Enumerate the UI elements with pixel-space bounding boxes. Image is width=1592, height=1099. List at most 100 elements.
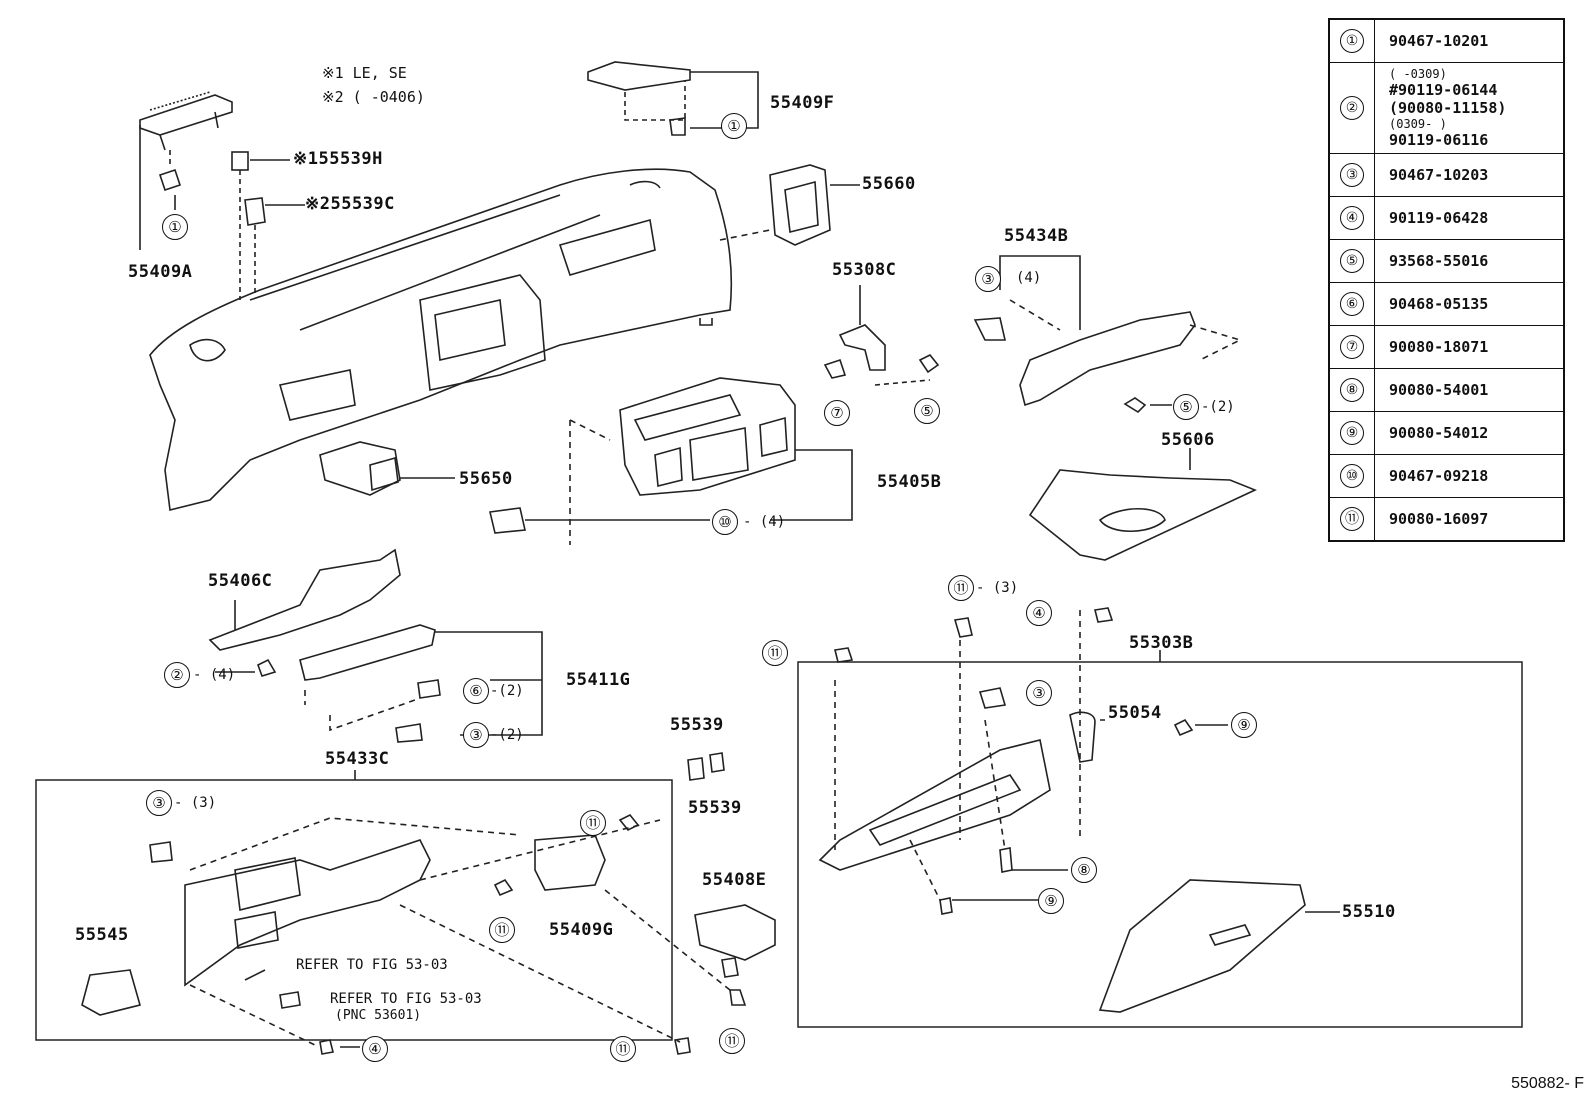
- clip-55539-shapes: [231, 151, 305, 300]
- legend-number: ⑥: [1340, 292, 1364, 316]
- callout-3-55411G[interactable]: ③: [463, 722, 489, 748]
- legend-row[interactable]: ⑩ 90467-09218: [1330, 455, 1563, 498]
- callout-3-bracket[interactable]: ③: [975, 266, 1001, 292]
- part-label-55303B[interactable]: 55303B: [1129, 633, 1194, 653]
- legend-number-cell: ④: [1330, 197, 1375, 239]
- legend-number-cell: ⑪: [1330, 498, 1375, 540]
- part-label-55433C[interactable]: 55433C: [325, 749, 390, 769]
- part-label-55539H[interactable]: ※155539H: [293, 149, 383, 169]
- callout-4-bottom[interactable]: ④: [362, 1036, 388, 1062]
- vent-55650-shape: [319, 441, 455, 496]
- legend-part-number-cell: 90468-05135: [1375, 283, 1563, 325]
- callout-9-right[interactable]: ⑨: [1231, 712, 1257, 738]
- legend-part-number: 90468-05135: [1389, 295, 1489, 313]
- bracket-55434B-shape: [973, 255, 1243, 414]
- callout-9-bottom[interactable]: ⑨: [1038, 888, 1064, 914]
- callout-3-55433C[interactable]: ③: [146, 790, 172, 816]
- bracket-55406C-shape: [208, 548, 401, 677]
- part-label-55054[interactable]: 55054: [1108, 703, 1162, 723]
- refer-fig-note-1[interactable]: REFER TO FIG 53-03: [296, 957, 448, 973]
- callout-11-left[interactable]: ⑪: [762, 640, 788, 666]
- legend-part-number: 90080-16097: [1389, 510, 1489, 528]
- qty-6: -(2): [490, 683, 524, 699]
- legend-number: ②: [1340, 96, 1364, 120]
- callout-7[interactable]: ⑦: [824, 400, 850, 426]
- callout-11-mid[interactable]: ⑪: [489, 917, 515, 943]
- box-55433C: [35, 770, 691, 1055]
- callout-11-bottom[interactable]: ⑪: [610, 1036, 636, 1062]
- part-label-55409A[interactable]: 55409A: [128, 262, 193, 282]
- legend-part-number-cell: ( -0309)#90119-06144(90080-11158)(0309- …: [1375, 63, 1563, 153]
- part-label-55539C[interactable]: ※255539C: [305, 194, 395, 214]
- callout-1-top[interactable]: ①: [721, 113, 747, 139]
- refer-fig-note-2[interactable]: REFER TO FIG 53-03: [330, 991, 482, 1007]
- legend-number: ⑧: [1340, 378, 1364, 402]
- callout-6[interactable]: ⑥: [463, 678, 489, 704]
- clip-55539-pair-and-55408E: [604, 752, 776, 1006]
- legend-part-number-cell: 90119-06428: [1375, 197, 1563, 239]
- legend-number: ⑩: [1340, 464, 1364, 488]
- legend-row[interactable]: ⑧ 90080-54001: [1330, 369, 1563, 412]
- callout-10[interactable]: ⑩: [712, 509, 738, 535]
- part-label-55545[interactable]: 55545: [75, 925, 129, 945]
- part-label-55408E[interactable]: 55408E: [702, 870, 767, 890]
- callout-8[interactable]: ⑧: [1071, 857, 1097, 883]
- part-label-55650[interactable]: 55650: [459, 469, 513, 489]
- part-label-55434B[interactable]: 55434B: [1004, 226, 1069, 246]
- legend-row[interactable]: ② ( -0309)#90119-06144(90080-11158)(0309-…: [1330, 63, 1563, 154]
- legend-row[interactable]: ⑥ 90468-05135: [1330, 283, 1563, 326]
- legend-part-number: 90467-09218: [1389, 467, 1489, 485]
- legend-number-cell: ⑦: [1330, 326, 1375, 368]
- legend-number-cell: ③: [1330, 154, 1375, 196]
- legend-number: ⑨: [1340, 421, 1364, 445]
- part-label-55405B[interactable]: 55405B: [877, 472, 942, 492]
- callout-5-right[interactable]: ⑤: [1173, 394, 1199, 420]
- legend-part-number: 93568-55016: [1389, 252, 1489, 270]
- callout-11-55408E[interactable]: ⑪: [719, 1028, 745, 1054]
- legend-part-number: (90080-11158): [1389, 99, 1507, 117]
- callout-11-55409G[interactable]: ⑪: [580, 810, 606, 836]
- part-label-55660[interactable]: 55660: [862, 174, 916, 194]
- part-label-55308C[interactable]: 55308C: [832, 260, 897, 280]
- qty-10: - (4): [743, 514, 786, 530]
- callout-3-glovebox[interactable]: ③: [1026, 680, 1052, 706]
- part-label-55539-bottom[interactable]: 55539: [688, 798, 742, 818]
- legend-part-number-cell: 90080-54012: [1375, 412, 1563, 454]
- callout-4-top[interactable]: ④: [1026, 600, 1052, 626]
- part-label-55406C[interactable]: 55406C: [208, 571, 273, 591]
- legend-part-number-cell: 90080-16097: [1375, 498, 1563, 540]
- part-label-55409F[interactable]: 55409F: [770, 93, 835, 113]
- legend-number-cell: ②: [1330, 63, 1375, 153]
- legend-row[interactable]: ⑨ 90080-54012: [1330, 412, 1563, 455]
- note-le-se: ※1 LE, SE: [322, 64, 407, 82]
- legend-number: ①: [1340, 29, 1364, 53]
- legend-part-number-cell: 90080-54001: [1375, 369, 1563, 411]
- dashboard-panel-shape: [149, 168, 733, 511]
- callout-5-center[interactable]: ⑤: [914, 398, 940, 424]
- legend-row[interactable]: ④ 90119-06428: [1330, 197, 1563, 240]
- legend-number-cell: ⑥: [1330, 283, 1375, 325]
- part-label-55539-top[interactable]: 55539: [670, 715, 724, 735]
- part-label-55409G[interactable]: 55409G: [549, 920, 614, 940]
- callout-2[interactable]: ②: [164, 662, 190, 688]
- part-label-55510[interactable]: 55510: [1342, 902, 1396, 922]
- legend-part-number-cell: 93568-55016: [1375, 240, 1563, 282]
- legend-number-cell: ⑨: [1330, 412, 1375, 454]
- legend-row[interactable]: ⑤ 93568-55016: [1330, 240, 1563, 283]
- callout-11-top[interactable]: ⑪: [948, 575, 974, 601]
- legend-number-cell: ⑧: [1330, 369, 1375, 411]
- legend-part-number: (0309- ): [1389, 117, 1447, 131]
- cover-55409A-shape: [139, 91, 233, 250]
- legend-row[interactable]: ⑪ 90080-16097: [1330, 498, 1563, 540]
- legend-part-number-cell: 90467-10203: [1375, 154, 1563, 196]
- legend-part-number: 90119-06428: [1389, 209, 1489, 227]
- qty-3-bracket: (4): [1016, 270, 1042, 286]
- part-label-55411G[interactable]: 55411G: [566, 670, 631, 690]
- part-label-55606[interactable]: 55606: [1161, 430, 1215, 450]
- legend-number: ⑤: [1340, 249, 1364, 273]
- callout-1-left[interactable]: ①: [162, 214, 188, 240]
